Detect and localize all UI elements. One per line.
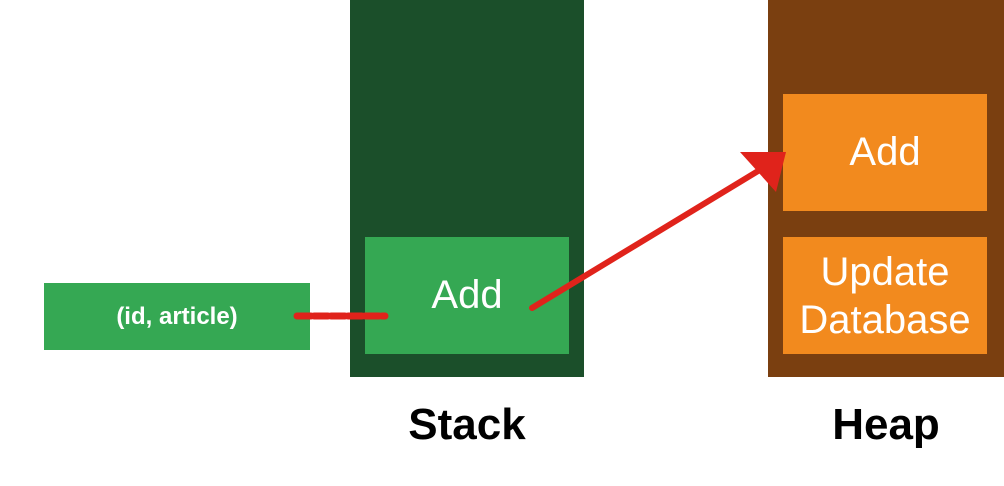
stack-to-heap-arrowhead bbox=[740, 152, 786, 192]
stack-frame-add: Add bbox=[365, 237, 569, 354]
heap-item-add: Add bbox=[783, 94, 987, 211]
argument-label: (id, article) bbox=[116, 302, 238, 330]
stack-to-heap-arrow bbox=[529, 162, 771, 311]
heap-item-add-label: Add bbox=[849, 130, 921, 174]
stack-frame-label: Add bbox=[431, 273, 503, 317]
heap-item-update-database: Update Database bbox=[783, 237, 987, 354]
heap-item-update-label-line1: Update bbox=[820, 249, 950, 294]
stack-label: Stack bbox=[408, 400, 526, 449]
heap-item-update-label-line2: Database bbox=[799, 297, 971, 342]
heap-label: Heap bbox=[832, 400, 940, 449]
argument-box: (id, article) bbox=[44, 283, 310, 350]
